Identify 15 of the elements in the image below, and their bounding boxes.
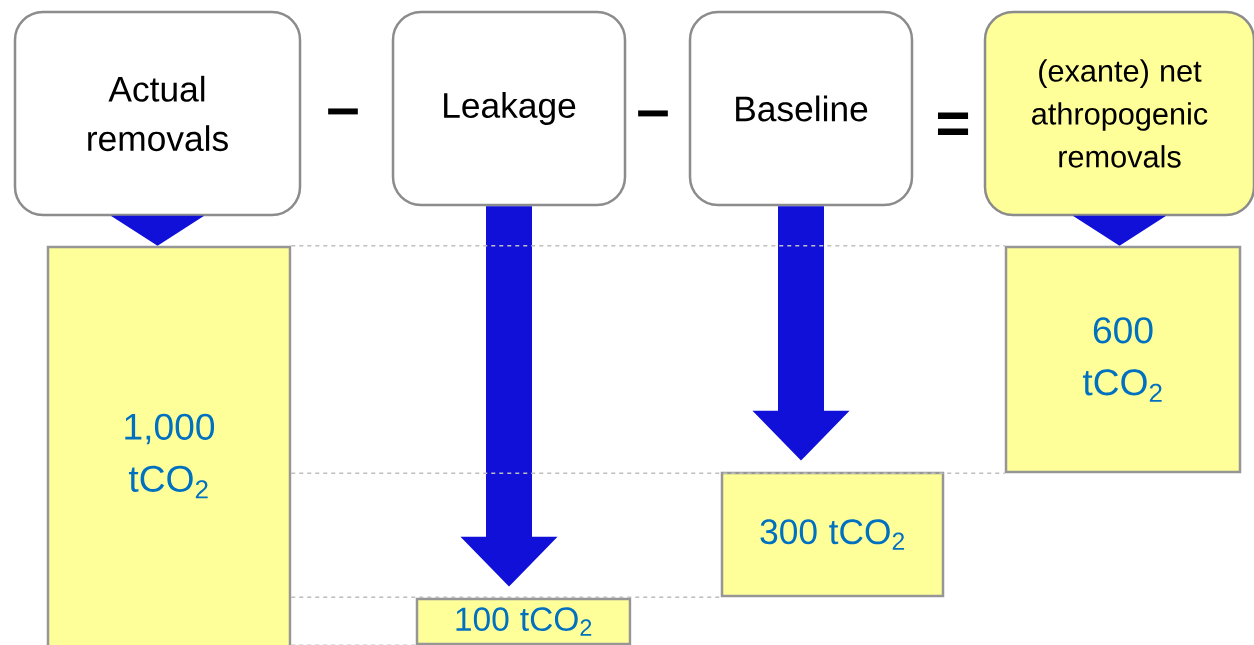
value-box: 100 tCO$_{2}$ <box>415 597 632 645</box>
dashed-level-line <box>290 596 722 599</box>
operator-sign: = <box>937 112 969 136</box>
rounded-box: (exante) net athropogenic removals <box>983 10 1254 217</box>
operator-sign: – <box>638 110 668 117</box>
rounded-box: Leakage <box>391 10 627 207</box>
value-box: 300 tCO$_{2}$ <box>720 471 945 598</box>
dashed-level-line <box>290 472 1006 475</box>
rounded-box: Actual removals <box>13 10 302 217</box>
operator-sign: – <box>328 108 358 115</box>
value-box: 600 tCO$_{2}$ <box>1004 245 1242 474</box>
dashed-level-line <box>290 244 1006 247</box>
rounded-box: Baseline <box>688 10 914 207</box>
dashed-level-line <box>290 644 417 645</box>
value-box: 1,000 tCO$_{2}$ <box>46 245 292 645</box>
